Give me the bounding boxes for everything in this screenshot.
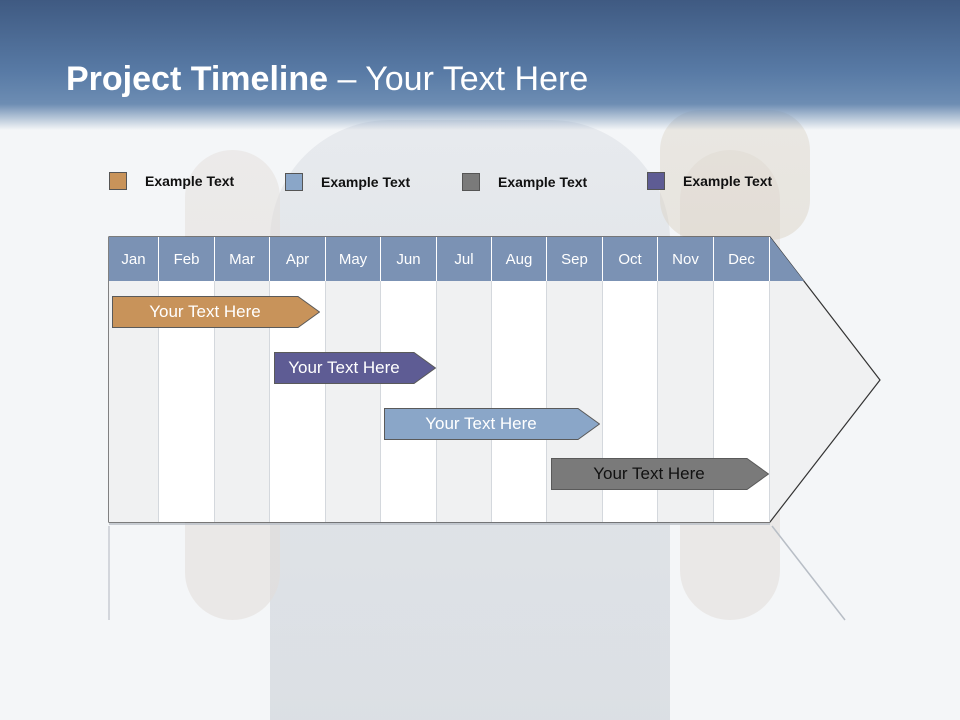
month-column <box>492 281 547 522</box>
page-title: Project Timeline – Your Text Here <box>66 60 588 99</box>
legend-item: Example Text <box>285 171 410 193</box>
legend-label: Example Text <box>321 174 411 190</box>
task-bar[interactable]: Your Text Here <box>384 408 600 440</box>
legend-swatch <box>647 172 665 190</box>
month-header-tail <box>770 237 804 281</box>
month-header-jun: Jun <box>381 237 437 281</box>
task-bar-label: Your Text Here <box>593 464 705 483</box>
title-rest: – Your Text Here <box>328 60 589 98</box>
month-header-sep: Sep <box>547 237 603 281</box>
month-header-jul: Jul <box>437 237 492 281</box>
month-header-feb: Feb <box>159 237 215 281</box>
task-bar[interactable]: Your Text Here <box>551 458 769 490</box>
month-header-apr: Apr <box>270 237 326 281</box>
month-header-oct: Oct <box>603 237 658 281</box>
task-bar-label: Your Text Here <box>149 302 261 321</box>
task-bar[interactable]: Your Text Here <box>112 296 320 328</box>
month-column <box>437 281 492 522</box>
title-bold: Project Timeline <box>66 60 329 98</box>
legend-swatch <box>109 172 127 190</box>
slide-header: Project Timeline – Your Text Here <box>0 0 960 130</box>
legend-item: Example Text <box>647 170 772 192</box>
legend-item: Example Text <box>462 171 587 193</box>
legend-label: Example Text <box>683 173 773 189</box>
legend-swatch <box>285 173 303 191</box>
month-column <box>326 281 381 522</box>
month-header-jan: Jan <box>109 237 159 281</box>
month-column <box>381 281 437 522</box>
month-header-nov: Nov <box>658 237 714 281</box>
month-header-mar: Mar <box>215 237 270 281</box>
legend-label: Example Text <box>145 173 235 189</box>
month-header-dec: Dec <box>714 237 770 281</box>
legend-item: Example Text <box>109 170 234 192</box>
task-bar-label: Your Text Here <box>288 358 400 377</box>
legend-swatch <box>462 173 480 191</box>
month-header-aug: Aug <box>492 237 547 281</box>
legend-label: Example Text <box>498 174 588 190</box>
task-bar-label: Your Text Here <box>425 414 537 433</box>
task-bar[interactable]: Your Text Here <box>274 352 436 384</box>
month-header-may: May <box>326 237 381 281</box>
